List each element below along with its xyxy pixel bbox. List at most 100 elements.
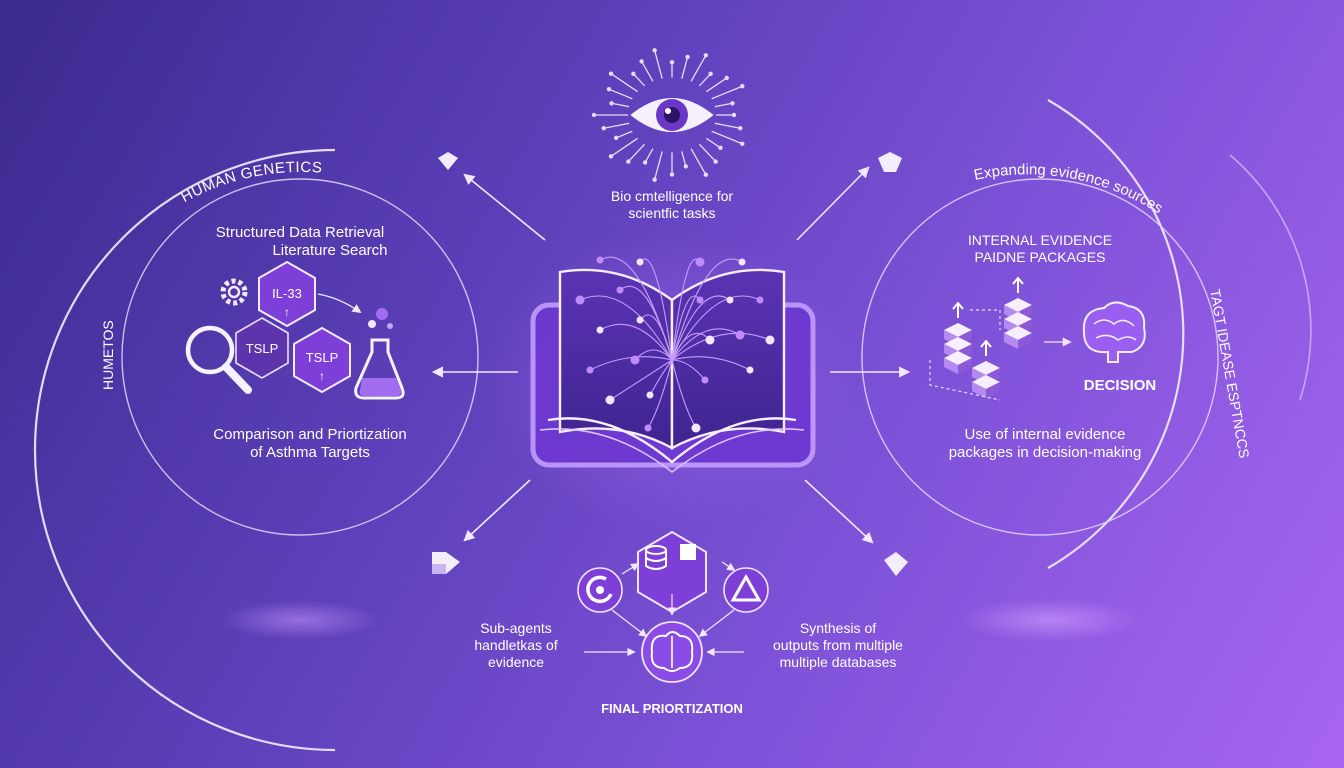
hex-label-tslp-1: TSLP xyxy=(246,341,279,356)
network-link xyxy=(671,295,701,361)
up-arrow-icon xyxy=(952,301,964,318)
top-caption: Bio cmtelligence for scientfic tasks xyxy=(572,188,772,222)
circuit-node xyxy=(740,141,745,146)
network-node xyxy=(596,256,604,264)
network-node xyxy=(701,376,709,384)
bottom-left-line2: handletkas of xyxy=(474,636,558,653)
hexagon-tslp-2 xyxy=(293,326,351,394)
circuit-ray xyxy=(714,122,741,129)
left-footer-line2: of Asthma Targets xyxy=(250,444,370,461)
network-node xyxy=(616,286,624,294)
network-node xyxy=(575,295,585,305)
circuit-node xyxy=(639,59,644,64)
network-node xyxy=(756,296,764,304)
network-link xyxy=(671,332,771,361)
right-footer-line1: Use of internal evidence xyxy=(964,426,1126,443)
circuit-node xyxy=(606,86,612,92)
network-node xyxy=(630,355,640,365)
left-arc-title: HUMAN GENETICS xyxy=(178,159,323,206)
network-node xyxy=(646,391,654,399)
right-heading-line1: INTERNAL EVIDENCE xyxy=(967,232,1113,248)
circuit-ray xyxy=(615,130,633,139)
circuit-ray xyxy=(603,122,630,129)
circuit-ray xyxy=(611,102,630,108)
circuit-node xyxy=(731,112,737,118)
bottom-arrow xyxy=(611,609,648,638)
decision-label: DECISION xyxy=(1083,377,1157,394)
network-node xyxy=(691,423,701,433)
network-node xyxy=(636,258,644,266)
right-vertical-label: TAGT IDEASE ESPTNCCS xyxy=(1207,288,1253,460)
bottom-right-line1: Synthesis of xyxy=(799,620,877,636)
brain-circle-icon xyxy=(641,621,703,683)
right-outer-arc-2 xyxy=(1229,154,1312,401)
circuit-node xyxy=(608,71,614,76)
circuit-ray xyxy=(632,73,646,87)
network-link xyxy=(599,323,673,361)
circuit-ray xyxy=(706,77,728,93)
flask-icon xyxy=(354,308,405,400)
right-heading-line2: PAIDNE PACKAGES xyxy=(974,248,1106,265)
left-vertical-label: HUMETOS xyxy=(100,320,116,390)
circuit-ray xyxy=(610,137,638,157)
up-arrow-icon: ↑ xyxy=(319,369,325,383)
circuit-node xyxy=(740,84,745,89)
bottom-arrow xyxy=(698,609,735,638)
circuit-ray xyxy=(690,54,707,82)
network-link xyxy=(671,328,741,361)
network-node xyxy=(605,395,615,405)
left-heading-line1: Structured Data Retrieval xyxy=(215,224,385,241)
network-node xyxy=(746,366,754,374)
network-link xyxy=(649,359,673,396)
bottom-left-label: Sub-agents handletkas of evidence xyxy=(446,620,586,670)
server-connector xyxy=(929,309,1001,401)
bottom-arrow xyxy=(621,563,640,575)
circuit-node xyxy=(669,60,675,65)
right-heading: INTERNAL EVIDENCE PAIDNE PACKAGES xyxy=(940,232,1140,266)
network-node xyxy=(726,296,734,304)
magnifier-icon xyxy=(185,325,252,394)
network-node xyxy=(636,316,644,324)
circuit-node xyxy=(613,135,619,141)
network-node xyxy=(644,424,652,432)
circuit-ray xyxy=(706,137,721,149)
circuit-ray xyxy=(698,73,712,87)
server-block-side xyxy=(1018,333,1032,349)
circuit-ray xyxy=(654,151,663,180)
circuit-ray xyxy=(608,88,633,100)
right-footer-line2: packages in decision-making xyxy=(948,444,1142,461)
circuit-node xyxy=(608,154,614,159)
circuit-node xyxy=(685,54,690,60)
hex-label-tslp-2: TSLP xyxy=(306,350,339,365)
circuit-node xyxy=(609,101,614,106)
bottom-right-label: Synthesis of outputs from multiple multi… xyxy=(748,620,928,670)
network-link xyxy=(671,295,761,361)
circuit-ray xyxy=(714,102,733,108)
circuit-ray xyxy=(610,73,638,93)
server-stack-icon xyxy=(929,276,1032,401)
arrow-top-right xyxy=(796,166,870,241)
circuit-ray xyxy=(681,56,689,79)
circuit-node xyxy=(703,172,709,177)
bottom-right-line2: outputs from multiple xyxy=(773,636,903,653)
server-block-side xyxy=(986,382,1000,398)
target-circle-icon xyxy=(577,567,623,613)
arrow-bottom-right xyxy=(804,479,874,544)
top-caption-line1: Bio cmtelligence for xyxy=(610,188,734,204)
circuit-node xyxy=(626,159,631,164)
up-arrow-icon: ↑ xyxy=(284,305,290,319)
right-outer-arc xyxy=(1047,99,1185,569)
circuit-node xyxy=(601,126,606,131)
final-prioritization-label: FINAL PRIORTIZATION xyxy=(601,701,743,716)
arrow-bottom-left xyxy=(463,479,531,542)
circuit-node xyxy=(718,145,723,151)
circuit-node xyxy=(642,160,648,165)
left-footer-line1: Comparison and Priortization xyxy=(213,426,407,443)
left-heading-line2: Literature Search xyxy=(272,242,388,259)
circuit-node xyxy=(631,71,636,76)
left-footer: Comparison and Priortization of Asthma T… xyxy=(190,426,430,462)
circuit-ray xyxy=(644,148,654,163)
circuit-node xyxy=(724,75,729,81)
network-node xyxy=(586,366,594,374)
